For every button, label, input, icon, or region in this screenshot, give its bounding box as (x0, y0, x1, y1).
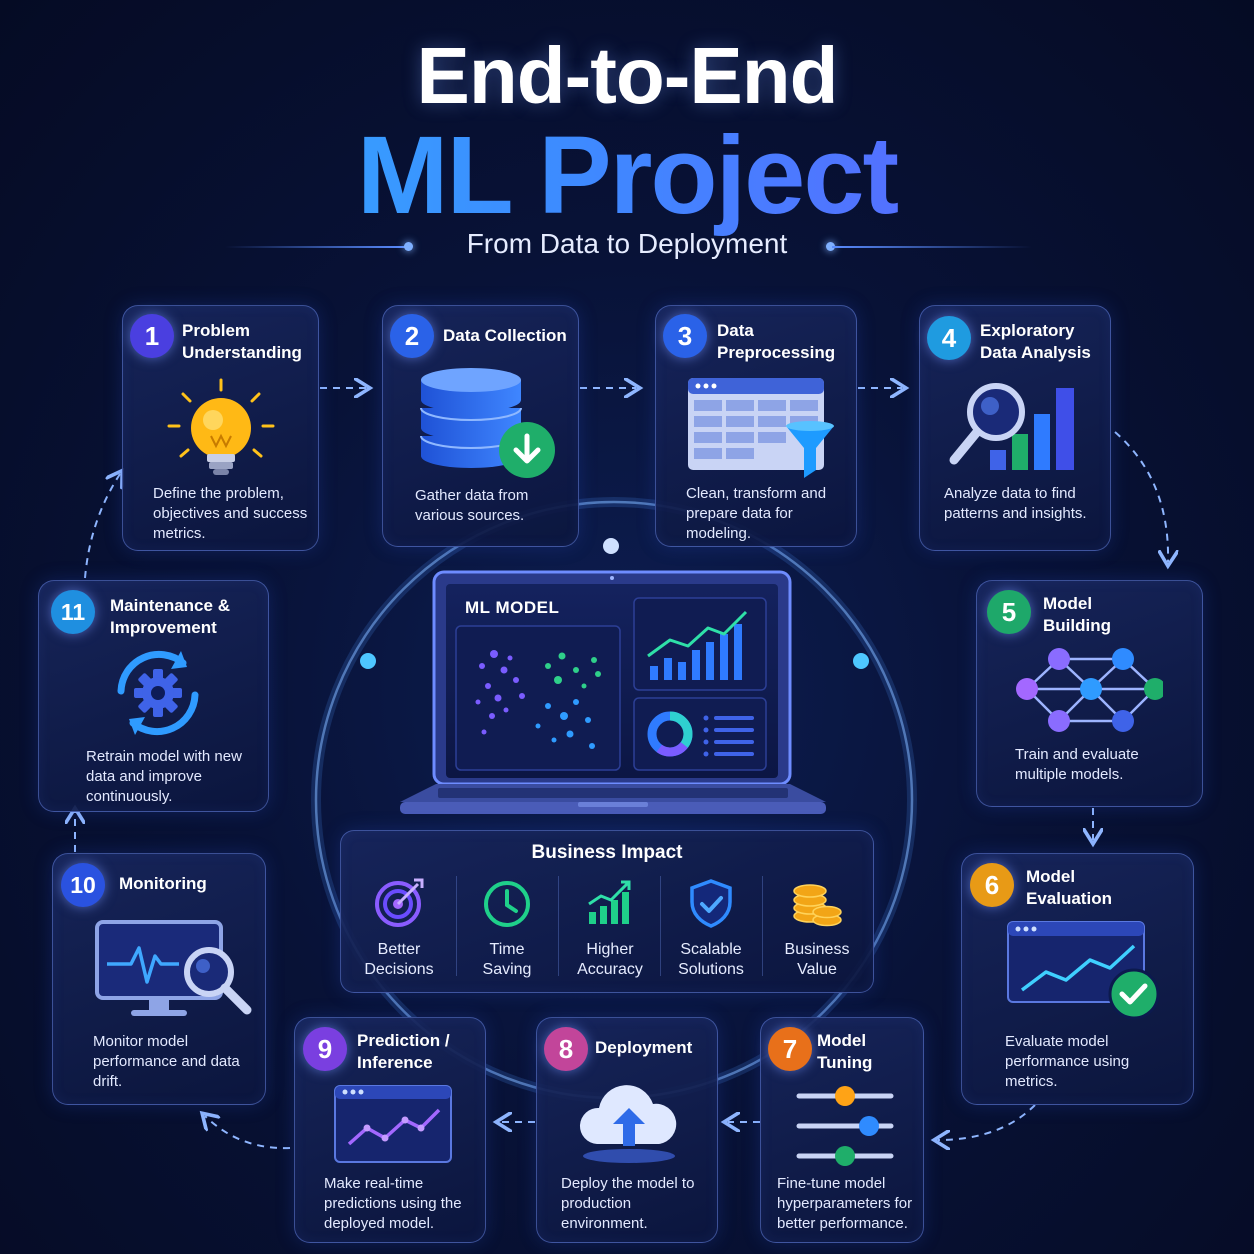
network-graph-icon (1016, 648, 1163, 732)
ml-model-bar-chart (650, 624, 742, 680)
impact-divider (660, 876, 661, 976)
page-title: End-to-End (416, 31, 839, 120)
scatter-cluster-plot (475, 650, 601, 749)
step-description: Clean, transform and prepare data for mo… (686, 485, 827, 542)
target-icon (375, 878, 424, 927)
step-title: Data Preprocessing (717, 321, 836, 362)
step-number-badge: 9 (303, 1027, 347, 1071)
ml-model-label: ML MODEL (465, 598, 560, 617)
step-title: Deployment (595, 1038, 693, 1057)
step-description: Train and evaluate multiple models. (1015, 746, 1139, 783)
step-number-badge: 11 (51, 590, 95, 634)
step-title: Problem Understanding (182, 321, 302, 362)
step-card-maintenance-improvement: 11 Maintenance & Improvement Retrain mod… (38, 580, 269, 812)
step-number-badge: 1 (130, 314, 174, 358)
step-title: Model Building (1043, 594, 1111, 635)
chart-check-icon (1007, 921, 1160, 1020)
orbit-node (853, 653, 869, 669)
sliders-icon (796, 1086, 894, 1166)
step-card-model-building: 5 Model Building Train and evaluate mult… (976, 580, 1203, 807)
step-card-exploratory-data-analysis: 4 Exploratory Data Analysis Analyze data… (919, 305, 1111, 551)
step-card-prediction-inference: 9 Prediction / Inference Make real-time … (294, 1017, 486, 1243)
business-impact-title: Business Impact (531, 842, 683, 863)
step-title: Exploratory Data Analysis (980, 321, 1091, 362)
step-card-deployment: 8 Deployment Deploy the model to product… (536, 1017, 718, 1243)
cloud-upload-icon (579, 1085, 677, 1163)
step-description: Make real-time predictions using the dep… (324, 1175, 462, 1232)
step-number-badge: 4 (927, 316, 971, 360)
step-card-monitoring: 10 Monitoring Monitor model performance … (52, 853, 266, 1105)
impact-label: Higher Accuracy (577, 941, 643, 978)
line-chart-window-icon (334, 1085, 452, 1163)
step-title: Monitoring (119, 874, 207, 893)
monitor-magnifier-icon (95, 920, 252, 1016)
gear-cycle-icon (117, 650, 199, 736)
subtitle-divider-left (225, 246, 405, 248)
step-title: Prediction / Inference (357, 1031, 450, 1072)
step-number-badge: 10 (61, 863, 105, 907)
table-filter-icon (688, 378, 834, 478)
impact-label: Scalable Solutions (678, 941, 744, 978)
orbit-node (603, 538, 619, 554)
step-number-badge: 7 (768, 1027, 812, 1071)
impact-divider (762, 876, 763, 976)
impact-divider (558, 876, 559, 976)
step-number-badge: 2 (390, 314, 434, 358)
step-number-badge: 8 (544, 1027, 588, 1071)
step-description: Monitor model performance and data drift… (93, 1033, 240, 1090)
impact-label: Business Value (784, 941, 850, 978)
step-card-model-tuning: 7 Model Tuning Fine-tune model hyperpara… (760, 1017, 924, 1243)
step-card-data-collection: 2 Data Collection Gather data from vario… (382, 305, 579, 547)
step-title: Model Tuning (817, 1031, 873, 1072)
step-title: Model Evaluation (1026, 867, 1112, 908)
lightbulb-icon (167, 378, 275, 475)
step-description: Gather data from various sources. (415, 487, 529, 524)
magnifier-chart-icon (949, 383, 1074, 470)
step-description: Evaluate model performance using metrics… (1005, 1033, 1130, 1090)
database-download-icon (420, 368, 555, 478)
page-subtitle: From Data to Deployment (466, 228, 788, 259)
step-number-badge: 3 (663, 314, 707, 358)
orbit-node (360, 653, 376, 669)
step-description: Fine-tune model hyperparameters for bett… (777, 1175, 913, 1232)
coins-icon (793, 884, 842, 927)
step-title: Data Collection (443, 326, 567, 345)
subtitle-dot-left (404, 242, 413, 251)
growth-bars-icon (588, 880, 631, 924)
step-description: Define the problem, objectives and succe… (153, 485, 308, 542)
shield-check-icon (690, 879, 732, 928)
step-card-problem-understanding: 1 Problem Understanding Define the probl… (122, 305, 319, 551)
arrow-11-1 (84, 474, 120, 579)
step-number-badge: 6 (970, 863, 1014, 907)
step-card-model-evaluation: 6 Model Evaluation Evaluate model perfor… (961, 853, 1194, 1105)
ml-model-laptop-illustration (400, 570, 826, 814)
impact-label: Time Saving (482, 941, 532, 978)
step-description: Analyze data to find patterns and insigh… (944, 485, 1087, 522)
arrow-9-10 (205, 1116, 291, 1150)
impact-label: Better Decisions (364, 941, 434, 978)
step-description: Deploy the model to production environme… (561, 1175, 695, 1232)
subtitle-divider-right (832, 246, 1032, 248)
step-number-badge: 5 (987, 590, 1031, 634)
arrow-4-5 (1114, 431, 1168, 562)
subtitle-dot-right (826, 242, 835, 251)
impact-divider (456, 876, 457, 976)
arrow-6-7 (938, 1104, 1036, 1140)
step-card-data-preprocessing: 3 Data Preprocessing Clean, transform an… (655, 305, 857, 547)
page-title-highlight: ML Project (0, 112, 1254, 239)
step-description: Retrain model with new data and improve … (86, 748, 242, 805)
clock-icon (484, 881, 530, 927)
step-title: Maintenance & Improvement (110, 596, 230, 637)
